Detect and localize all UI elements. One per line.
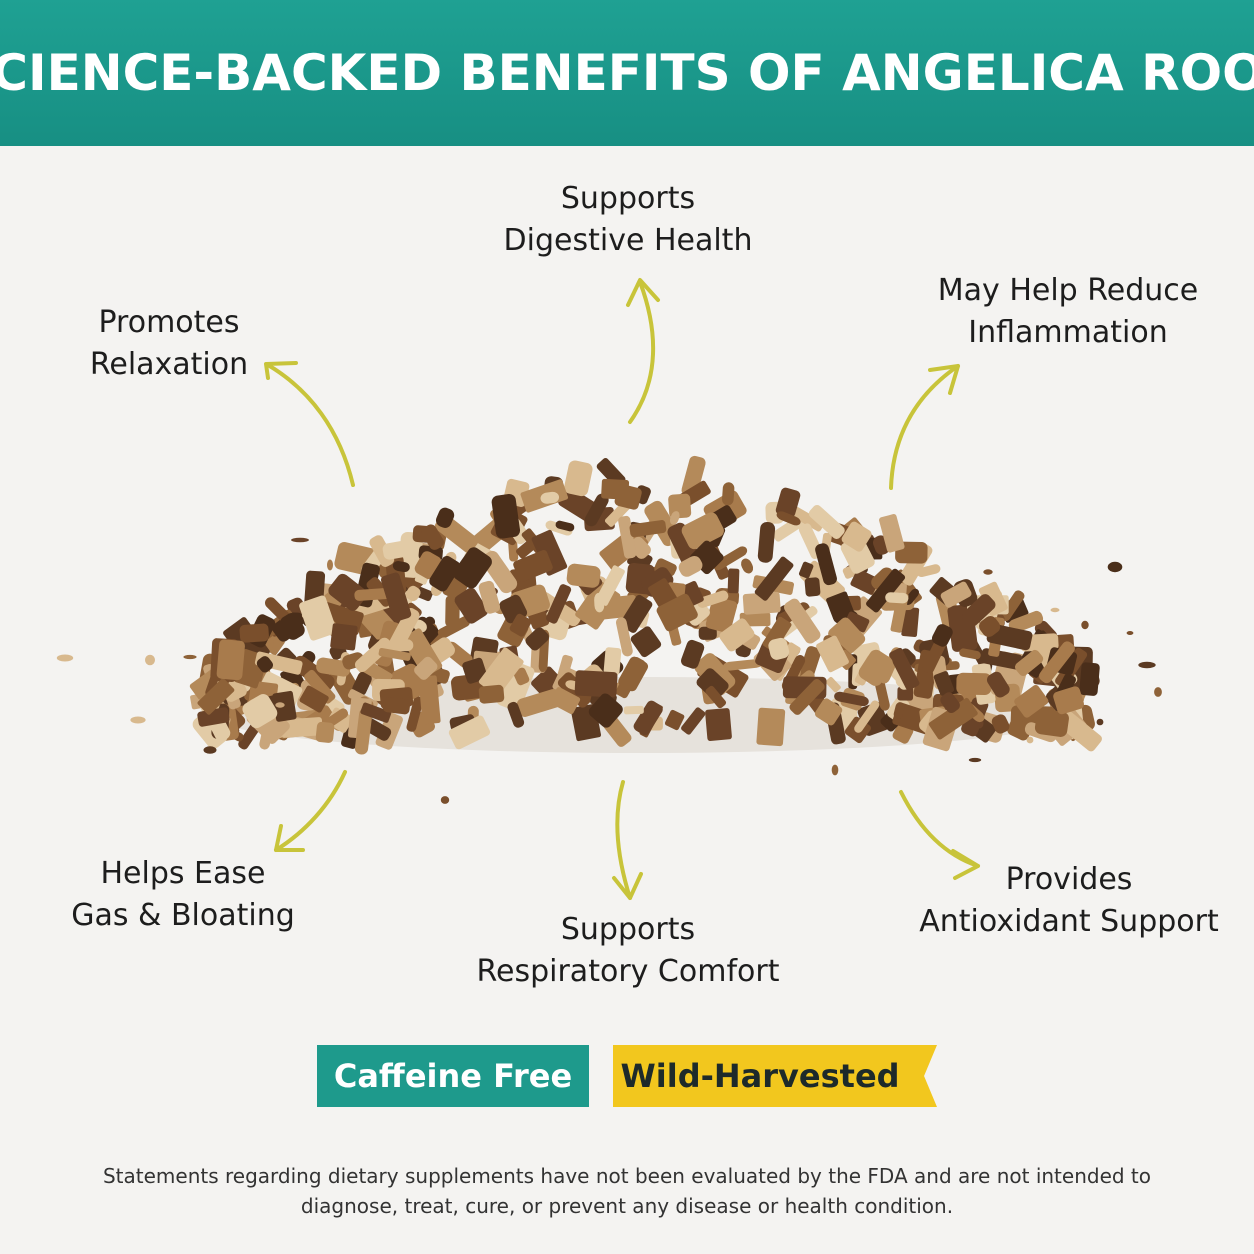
wild-harvested-badge: Wild-Harvested: [613, 1045, 937, 1107]
benefit-inflammation: May Help Reduce Inflammation: [918, 270, 1218, 354]
benefit-relaxation: Promotes Relaxation: [58, 302, 280, 386]
arrow-respiratory-icon: [612, 780, 643, 900]
benefit-respiratory-comfort: Supports Respiratory Comfort: [458, 909, 798, 993]
fda-disclaimer: Statements regarding dietary supplements…: [60, 1161, 1194, 1221]
benefit-bloating-line2: Gas & Bloating: [71, 898, 295, 933]
benefit-antioxidant-line1: Provides: [1005, 862, 1133, 897]
caffeine-free-label: Caffeine Free: [333, 1057, 573, 1095]
arrow-relaxation-icon: [264, 361, 355, 487]
disclaimer-line2: diagnose, treat, cure, or prevent any di…: [300, 1194, 954, 1218]
arrow-inflammation-icon: [889, 364, 960, 490]
arrow-bloating-icon: [274, 770, 347, 852]
wild-harvested-label: Wild-Harvested: [620, 1057, 900, 1095]
disclaimer-line1: Statements regarding dietary supplements…: [102, 1164, 1152, 1188]
benefit-antioxidant-support: Provides Antioxidant Support: [910, 859, 1228, 943]
benefit-bloating-line1: Helps Ease: [100, 856, 266, 891]
benefit-inflammation-line2: Inflammation: [968, 315, 1168, 350]
page-title: SCIENCE-BACKED BENEFITS OF ANGELICA ROOT: [0, 44, 1254, 102]
benefit-gas-bloating: Helps Ease Gas & Bloating: [53, 853, 313, 937]
benefit-digestive-health: Supports Digestive Health: [478, 178, 778, 262]
arrow-antioxidant-icon: [899, 790, 980, 880]
benefit-relaxation-line2: Relaxation: [89, 347, 249, 382]
benefit-relaxation-line1: Promotes: [98, 305, 240, 340]
benefit-respiratory-line2: Respiratory Comfort: [476, 954, 780, 989]
benefit-digestive-line2: Digestive Health: [503, 223, 753, 258]
benefit-respiratory-line1: Supports: [560, 912, 696, 947]
benefit-antioxidant-line2: Antioxidant Support: [919, 904, 1219, 939]
benefit-digestive-line1: Supports: [560, 181, 696, 216]
header-banner: SCIENCE-BACKED BENEFITS OF ANGELICA ROOT: [0, 0, 1254, 146]
caffeine-free-badge: Caffeine Free: [317, 1045, 589, 1107]
arrow-digestive-icon: [626, 278, 660, 424]
benefit-inflammation-line1: May Help Reduce: [937, 273, 1199, 308]
